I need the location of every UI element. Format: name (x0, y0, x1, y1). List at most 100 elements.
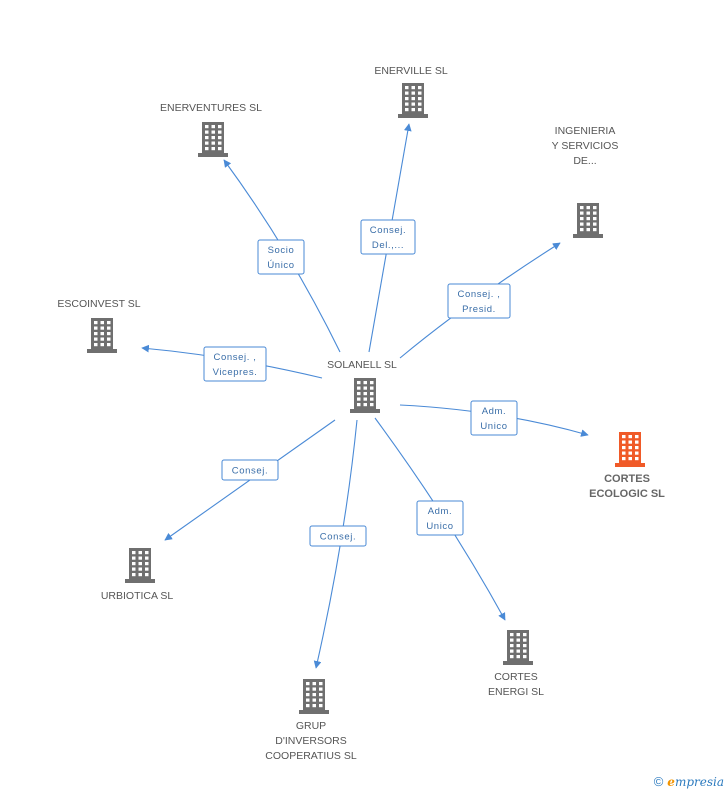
empresia-brand[interactable]: ©empresia (654, 774, 724, 789)
building-window (418, 86, 422, 90)
node-label-escoinvest: ESCOINVEST SL (57, 298, 140, 310)
label-line: CORTES (494, 671, 538, 683)
building-window (516, 649, 520, 653)
building-window (145, 556, 149, 560)
building-window (580, 222, 584, 226)
building-window (510, 644, 514, 648)
building-window (138, 573, 142, 577)
building-base (350, 409, 380, 413)
building-window (516, 633, 520, 637)
building-icon[interactable] (573, 203, 603, 238)
building-window (205, 130, 209, 134)
building-window (628, 435, 632, 439)
building-window (218, 147, 222, 151)
label-line: COOPERATIUS SL (265, 750, 357, 762)
building-window (145, 573, 149, 577)
building-icon[interactable] (350, 378, 380, 413)
building-window (218, 136, 222, 140)
building-window (211, 125, 215, 129)
building-window (94, 326, 98, 330)
building-icon[interactable] (503, 630, 533, 665)
building-window (418, 108, 422, 112)
label-line: ECOLOGIC SL (589, 488, 665, 500)
edge-label-text: Consej. (232, 466, 268, 477)
building-window (107, 337, 111, 341)
edge-label-box (416, 500, 464, 536)
building-window (411, 97, 415, 101)
building-window (312, 687, 316, 691)
edge-label-text: Consej. (320, 532, 356, 543)
edge-label-grup-dinversors[interactable]: Consej. (309, 525, 367, 547)
node-label-enerventures: ENERVENTURES SL (160, 102, 262, 114)
building-base (573, 234, 603, 238)
building-window (523, 638, 527, 642)
building-icon[interactable] (615, 432, 645, 467)
edge-label-line: Presid. (462, 304, 496, 315)
node-label-cortes-energi: CORTES ENERGI SL (488, 671, 544, 698)
edge-label-line: Del.,... (372, 240, 404, 251)
building-window (218, 141, 222, 145)
building-window (100, 326, 104, 330)
edge-label-text: Adm.Unico (426, 506, 453, 532)
building-icon[interactable] (398, 83, 428, 118)
building-window (510, 655, 514, 659)
building-window (622, 440, 626, 444)
building-window (635, 451, 639, 455)
building-icon[interactable] (125, 548, 155, 583)
building-window (138, 562, 142, 566)
building-window (319, 693, 323, 697)
building-window (205, 125, 209, 129)
building-window (107, 343, 111, 347)
building-window (319, 687, 323, 691)
building-window (411, 108, 415, 112)
label-line: ENERGI SL (488, 686, 544, 698)
building-window (312, 693, 316, 697)
label-line: SOLANELL SL (327, 359, 397, 371)
building-icon[interactable] (198, 122, 228, 157)
building-window (523, 633, 527, 637)
edge-label-enerville[interactable]: Consej.Del.,... (360, 219, 416, 255)
building-window (370, 403, 374, 407)
building-icon[interactable] (299, 679, 329, 714)
building-window (132, 556, 136, 560)
edge-label-line: Vicepres. (213, 367, 258, 378)
building-window (411, 102, 415, 106)
building-window (580, 211, 584, 215)
building-window (107, 321, 111, 325)
building-window (411, 86, 415, 90)
building-window (363, 403, 367, 407)
brand-name: mpresia (674, 775, 724, 789)
building-window (363, 392, 367, 396)
copyright-symbol: © (653, 774, 664, 789)
building-window (586, 206, 590, 210)
building-window (94, 321, 98, 325)
building-window (516, 655, 520, 659)
building-icon[interactable] (87, 318, 117, 353)
edge-label-box (447, 283, 511, 319)
edge-label-urbiotica[interactable]: Consej. (221, 459, 279, 481)
building-window (628, 451, 632, 455)
building-window (100, 337, 104, 341)
building-window (418, 97, 422, 101)
building-window (622, 435, 626, 439)
building-window (405, 97, 409, 101)
building-window (593, 222, 597, 226)
edge-label-cortes-ecologic[interactable]: Adm.Unico (470, 400, 518, 436)
edge-label-escoinvest[interactable]: Consej. ,Vicepres. (203, 346, 267, 382)
edge-label-text: Consej. ,Presid. (458, 289, 501, 315)
edge-label-ingenieria[interactable]: Consej. ,Presid. (447, 283, 511, 319)
building-window (312, 704, 316, 708)
building-window (145, 562, 149, 566)
building-window (312, 698, 316, 702)
building-window (306, 698, 310, 702)
building-window (218, 130, 222, 134)
building-window (622, 457, 626, 461)
edge-label-cortes-energi[interactable]: Adm.Unico (416, 500, 464, 536)
label-line: INGENIERIA (555, 125, 616, 137)
building-window (132, 567, 136, 571)
building-window (580, 228, 584, 232)
label-line: CORTES (604, 473, 650, 485)
